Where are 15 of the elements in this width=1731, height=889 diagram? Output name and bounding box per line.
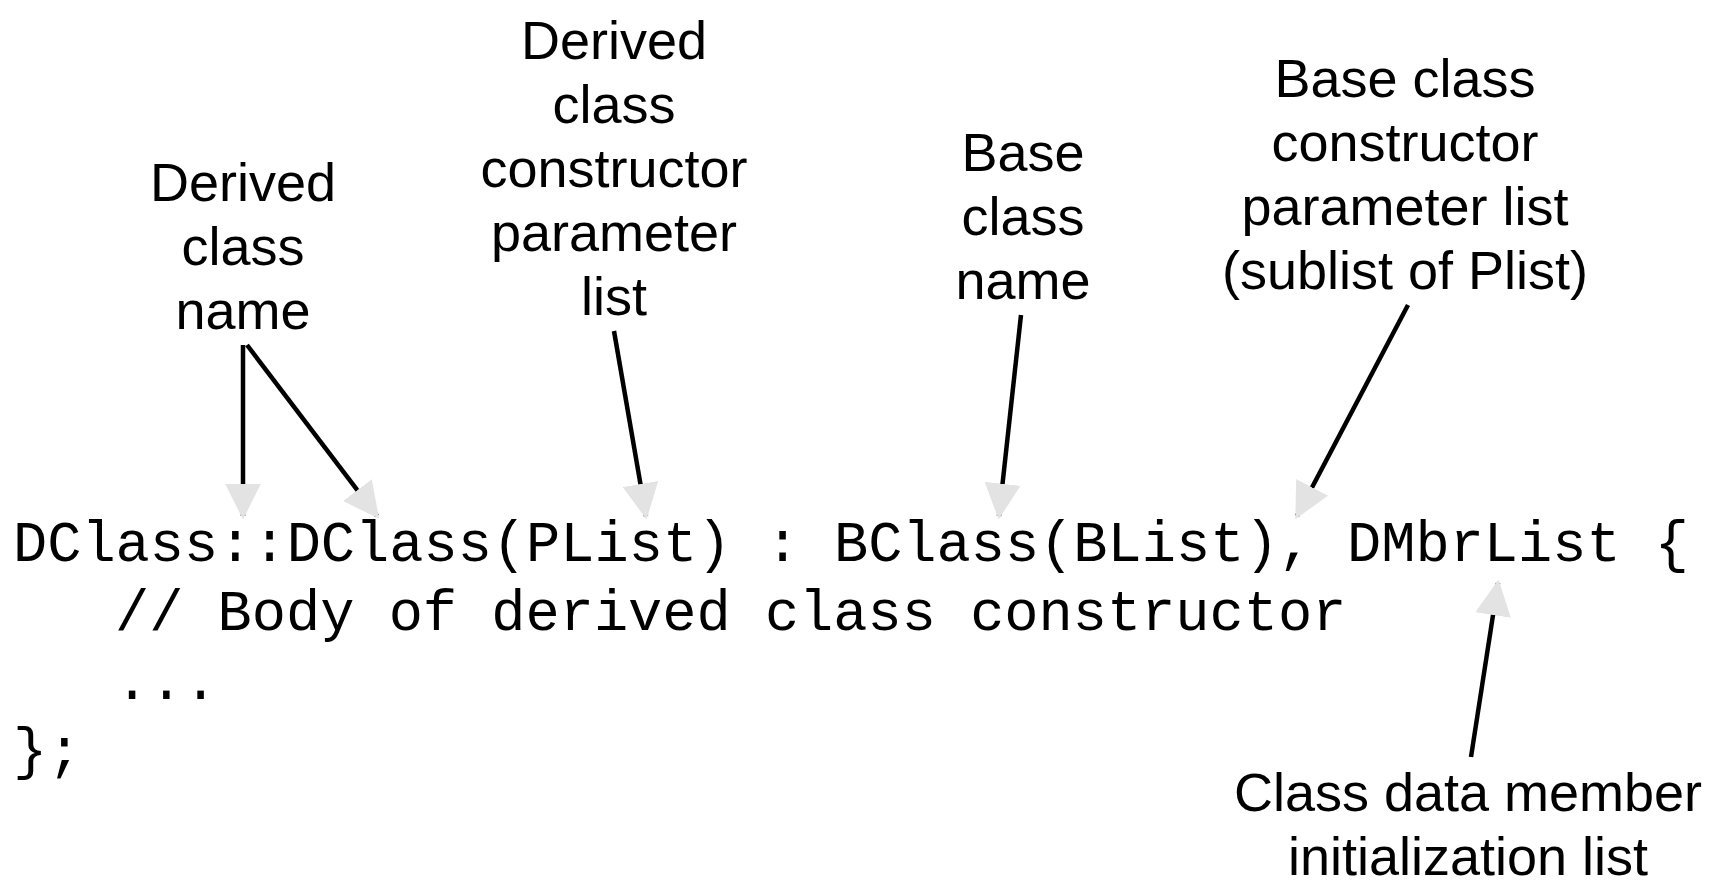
annotation-label: Derived class constructor parameter list (464, 8, 764, 328)
code-line: ... (115, 651, 218, 718)
annotation-label: Derived class name (133, 150, 353, 342)
leader-line (245, 343, 380, 519)
code-line: }; (13, 720, 82, 787)
code-line: DClass::DClass(PList) : BClass(BList), DMbrList { (13, 512, 1690, 581)
leader-line (984, 314, 1024, 520)
annotation-label: Class data member initialization list (1208, 760, 1728, 888)
annotation-label: Base class name (943, 120, 1103, 312)
leader-line (1295, 303, 1410, 520)
annotation-label: Base class constructor parameter list (sublist of Plist) (1205, 46, 1605, 302)
leader-line (225, 345, 261, 520)
leader-line (1468, 579, 1511, 758)
leader-line (611, 330, 659, 520)
code-line: // Body of derived class constructor (115, 582, 1347, 649)
